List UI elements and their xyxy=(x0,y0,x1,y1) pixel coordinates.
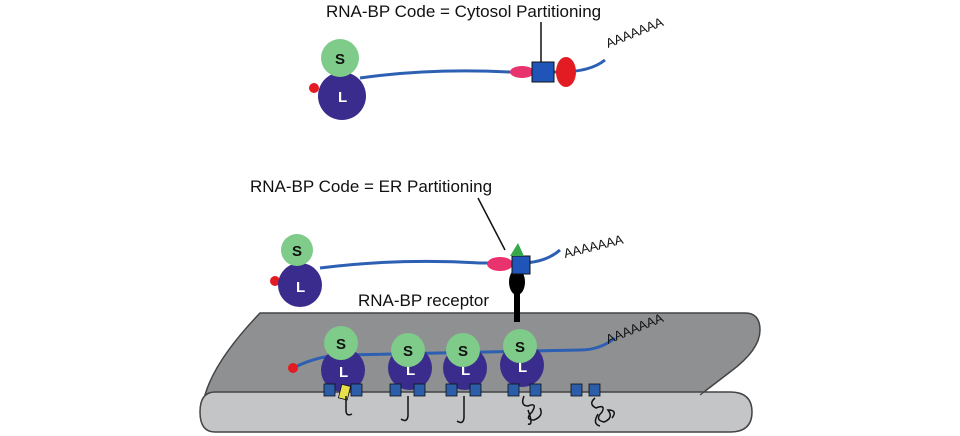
translocon xyxy=(389,383,426,397)
translocon xyxy=(507,383,542,397)
translocon xyxy=(570,383,601,397)
er-pointer-line xyxy=(477,197,506,251)
large-subunit xyxy=(318,72,366,120)
large-subunit-label: L xyxy=(296,279,305,296)
small-subunit xyxy=(446,333,480,367)
cytosol-code-label: RNA-BP Code = Cytosol Partitioning xyxy=(326,2,601,21)
large-subunit-label: L xyxy=(406,362,415,379)
small-subunit-label: S xyxy=(292,243,302,260)
small-dot xyxy=(309,83,319,93)
rbp-blue-square xyxy=(531,61,555,83)
large-subunit-label: L xyxy=(461,362,470,379)
membrane-polysome: AAAAAAA L S L S L S L S xyxy=(288,310,666,427)
rbp-receptor-label: RNA-BP receptor xyxy=(358,291,489,310)
mrna-strand xyxy=(319,248,561,270)
small-subunit-label: S xyxy=(336,336,346,353)
cytosol-mrna-complex: RNA-BP Code = Cytosol Partitioning AAAAA… xyxy=(309,2,666,120)
nascent-polypeptide xyxy=(345,395,615,427)
small-subunit-label: S xyxy=(403,343,413,360)
er-mrna-complex: RNA-BP Code = ER Partitioning AAAAAAA RN… xyxy=(250,177,625,322)
poly-a-tail: AAAAAAA xyxy=(604,14,666,51)
large-subunit xyxy=(321,348,365,392)
rbp-receptor-head xyxy=(509,269,525,295)
small-subunit xyxy=(321,39,359,77)
small-subunit-label: S xyxy=(515,339,525,356)
small-subunit xyxy=(503,329,537,363)
poly-a-tail: AAAAAAA xyxy=(562,232,625,261)
er-code-label: RNA-BP Code = ER Partitioning xyxy=(250,177,492,196)
small-subunit-label: S xyxy=(335,51,345,68)
rbp-blue-square xyxy=(511,255,531,275)
translocon xyxy=(445,383,482,397)
translocon xyxy=(323,383,363,401)
rbp-red-shape xyxy=(556,57,576,87)
rbp-pink-shape xyxy=(487,257,513,271)
small-subunit xyxy=(324,326,358,360)
small-dot xyxy=(270,276,280,286)
mrna-strand xyxy=(359,58,606,80)
large-subunit-label: L xyxy=(338,89,347,106)
large-subunit xyxy=(278,263,322,307)
small-dot xyxy=(288,363,298,373)
rbp-pink-shape xyxy=(510,66,534,78)
rbp-green-triangle xyxy=(510,243,524,256)
small-subunit xyxy=(391,333,425,367)
small-subunit-label: S xyxy=(458,343,468,360)
large-subunit-label: L xyxy=(339,364,348,381)
small-subunit xyxy=(281,234,313,266)
large-subunit-label: L xyxy=(518,359,527,376)
